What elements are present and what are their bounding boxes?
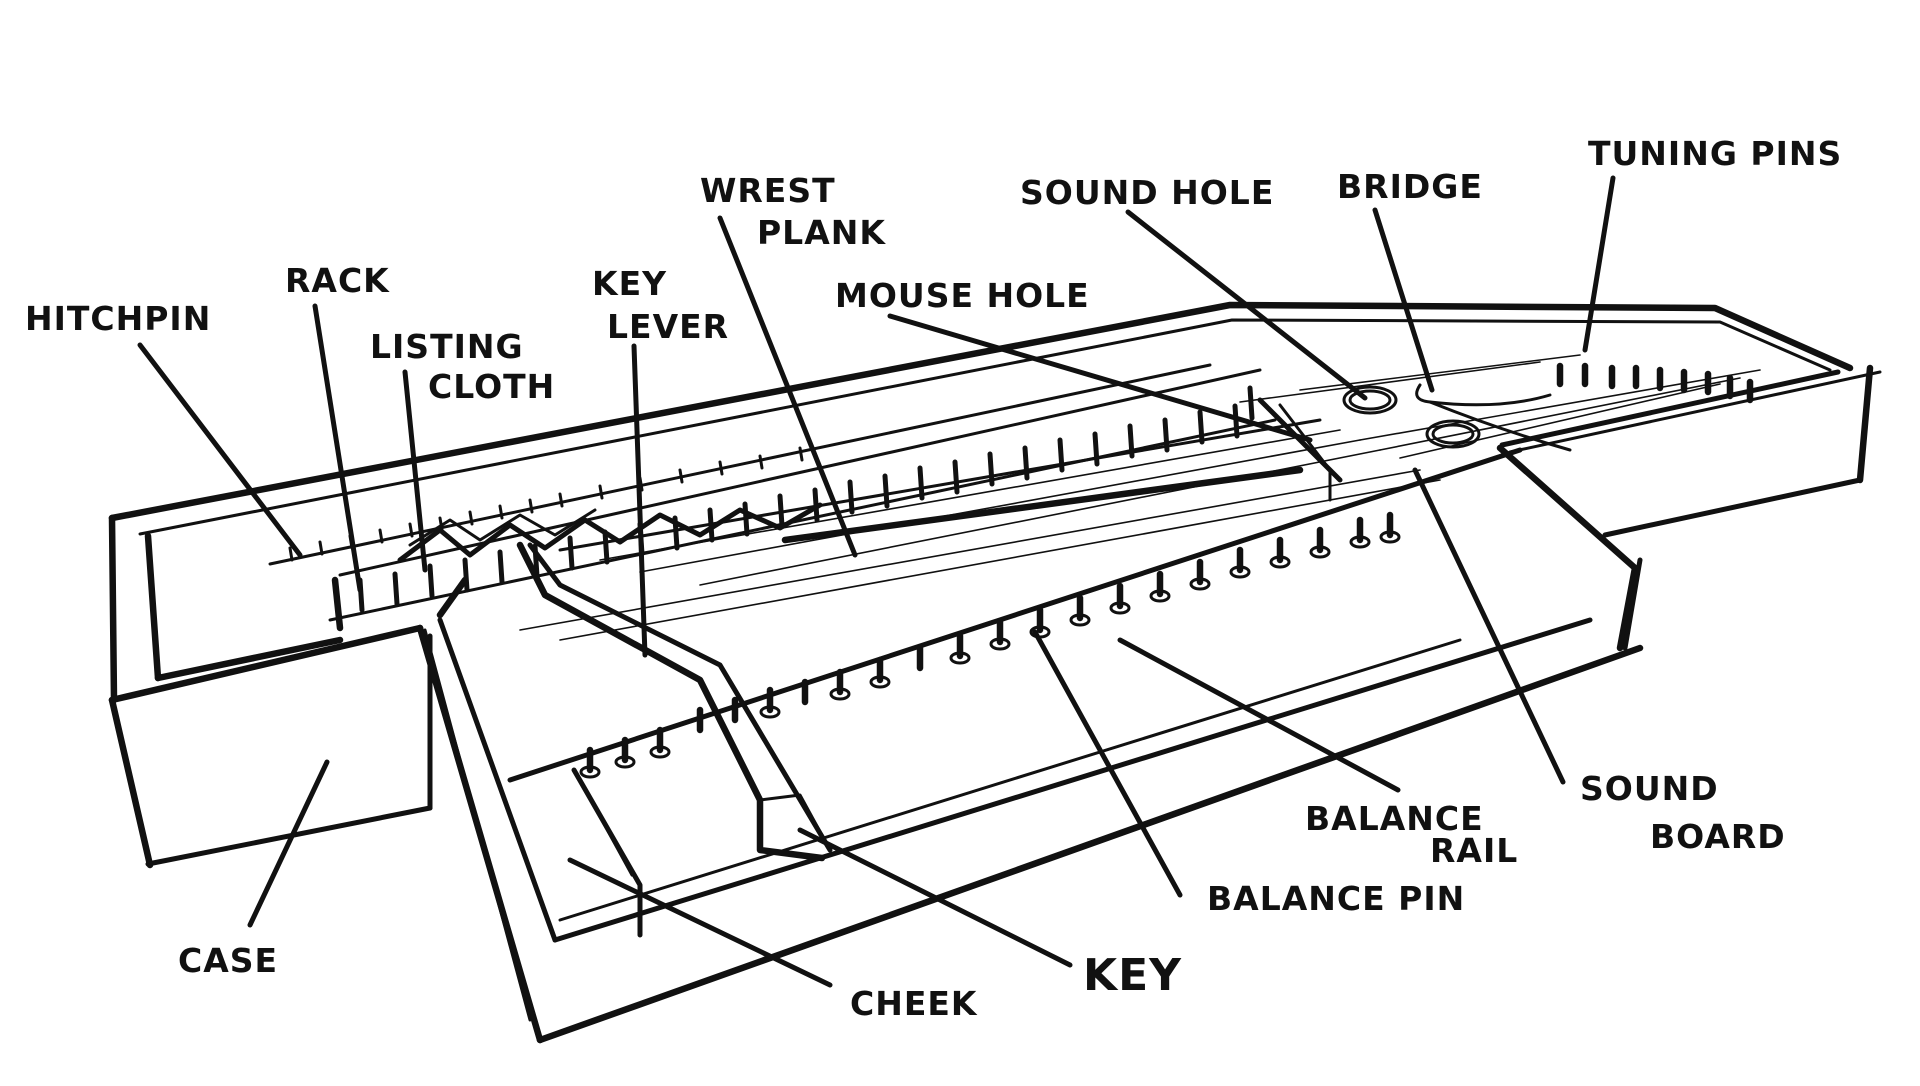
leader-case <box>247 759 330 928</box>
string-3 <box>639 439 1361 573</box>
case-inner-front <box>154 636 344 682</box>
cheek-top-edge <box>436 576 469 619</box>
label-hitchpin: HITCHPIN <box>25 299 211 338</box>
label-rail: RAIL <box>1430 831 1518 870</box>
label-sound-hole: SOUND HOLE <box>1020 173 1274 212</box>
leader-lines <box>137 175 1616 988</box>
leader-cheek <box>567 857 833 988</box>
case-inner-left <box>144 532 162 682</box>
key-lever-outer <box>516 541 826 862</box>
cheek-inner-edge <box>437 617 558 943</box>
case-right-top <box>1508 370 1882 454</box>
leader-wrest-plank <box>717 215 858 558</box>
labels: HITCHPIN RACK LISTING CLOTH KEY LEVER WR… <box>25 134 1842 1023</box>
case-outline <box>108 301 1882 1044</box>
key-lever-inner <box>527 542 833 853</box>
string-8 <box>1379 377 1741 451</box>
left-cheek-block <box>571 767 643 938</box>
keywell-right-post <box>1622 557 1643 651</box>
rack-slats <box>357 385 1255 613</box>
leader-sound-board <box>1412 467 1566 785</box>
label-tuning-pins: TUNING PINS <box>1588 134 1842 173</box>
leader-hitchpin <box>137 342 303 558</box>
label-balance: BALANCE <box>1305 799 1484 838</box>
rack-left-edge <box>331 576 344 632</box>
label-rack: RACK <box>285 261 390 300</box>
listing-cloth-weave <box>397 502 823 563</box>
label-cheek: CHEEK <box>850 984 978 1023</box>
balance-pins-row <box>579 511 1401 779</box>
string-7 <box>1359 369 1761 441</box>
label-key: KEY <box>1083 950 1182 1001</box>
case-back-inner-rim <box>138 318 1832 536</box>
string-2 <box>599 429 1341 561</box>
label-key-lever-1: KEY <box>592 264 667 303</box>
label-board: BOARD <box>1650 817 1786 856</box>
leader-balance-pin <box>1032 629 1183 898</box>
string-11 <box>1239 361 1541 403</box>
label-cloth: CLOTH <box>428 367 555 406</box>
leader-key-lever <box>631 343 648 658</box>
case-right-bottom <box>1602 477 1863 538</box>
label-case: CASE <box>178 941 278 980</box>
case-left-edge <box>108 514 118 704</box>
wrest-plank-edge <box>781 466 1304 544</box>
case-left-bottom-edge <box>108 696 154 869</box>
leader-key <box>797 827 1073 968</box>
sound-hole-upper-inner <box>1348 389 1392 411</box>
sound-hole-lower <box>1425 419 1481 449</box>
left-cheek-inner <box>578 778 634 877</box>
soundboard-area <box>268 354 1761 641</box>
string-6 <box>559 479 1441 641</box>
hitchpin-rail <box>268 363 1212 566</box>
leader-rack <box>312 303 363 593</box>
sound-hole-upper <box>1342 385 1398 415</box>
case-front-long-edge <box>536 644 1644 1044</box>
leader-tuning-pins <box>1582 175 1616 353</box>
case-front-bottom-edge <box>145 805 433 867</box>
rack-rail <box>338 368 1262 577</box>
key-end-top <box>758 793 832 852</box>
balance-rail-corner <box>1278 403 1332 502</box>
label-mouse-hole: MOUSE HOLE <box>835 276 1090 315</box>
label-wrest: WREST <box>700 171 836 210</box>
cheek-thin-edge <box>423 628 532 1022</box>
case-back-rim <box>108 301 1854 522</box>
leader-listing-cloth <box>402 369 428 573</box>
keywell-front-edge <box>552 617 1593 943</box>
label-plank: PLANK <box>757 213 886 252</box>
bridge-curve-2 <box>1428 400 1572 452</box>
key-frame-bottom <box>558 638 1462 922</box>
label-bridge: BRIDGE <box>1337 167 1483 206</box>
label-sound: SOUND <box>1580 769 1719 808</box>
leader-mouse-hole <box>887 313 1313 443</box>
string-4 <box>699 449 1381 586</box>
string-10 <box>1299 354 1581 391</box>
label-balance-pin: BALANCE PIN <box>1207 879 1465 918</box>
label-key-lever-2: LEVER <box>607 307 729 346</box>
keywell-right-wall <box>1496 444 1639 652</box>
key-frame-top <box>507 447 1523 783</box>
leader-balance-rail <box>1117 637 1401 793</box>
case-front-top-edge <box>108 624 424 704</box>
case-right-inner <box>1499 369 1841 448</box>
bridge-curve <box>1415 383 1552 407</box>
key-lever-shape <box>516 541 833 862</box>
case-right-edge <box>1856 364 1874 484</box>
string-5 <box>519 469 1421 631</box>
sound-hole-lower-inner <box>1431 423 1475 445</box>
leader-sound-hole <box>1125 209 1368 401</box>
leader-bridge <box>1372 207 1435 393</box>
label-listing: LISTING <box>370 327 524 366</box>
tuning-pins-row <box>1556 362 1754 404</box>
